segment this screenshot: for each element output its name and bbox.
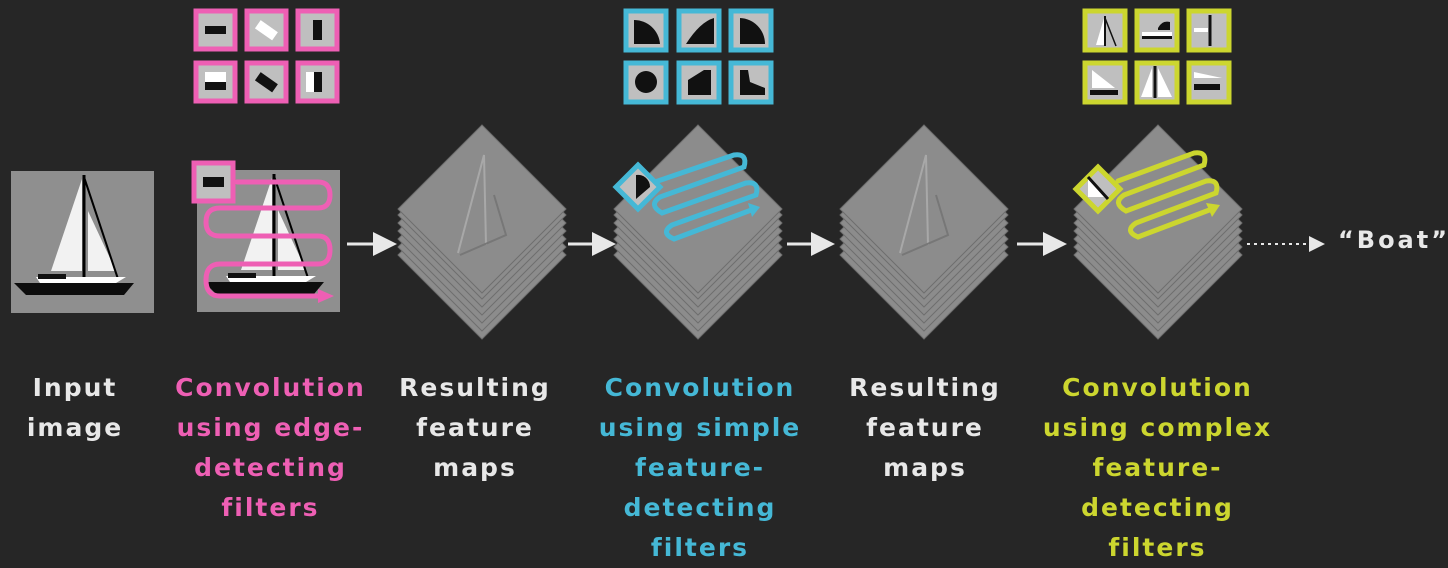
stage-label-edge-convolution: Convolution using edge- detecting filter… <box>175 373 366 522</box>
scan-path <box>203 179 333 299</box>
feature-map-stack-icon <box>397 124 567 340</box>
edge-filter-icon <box>191 160 236 204</box>
feature-map-stack-1 <box>397 124 567 340</box>
edge-convolution-panel <box>191 160 340 312</box>
input-image <box>11 171 154 313</box>
boat-part-filter-icon <box>1082 8 1128 53</box>
stage-label-complex-convolution: Convolution using complex feature- detec… <box>1042 373 1273 562</box>
shape-filter-icon <box>728 8 774 53</box>
feature-map-stack-3 <box>839 124 1009 340</box>
boat-part-filter-icon <box>1134 60 1180 105</box>
shape-filter-icon <box>676 8 722 53</box>
boat-part-filter-icon <box>1186 60 1232 105</box>
output-label: “Boat” <box>1338 226 1448 254</box>
shape-filter-icon <box>676 60 722 105</box>
shape-filter-icon <box>612 161 664 213</box>
edge-filter-icon <box>244 60 289 104</box>
feature-map-stack-4 <box>1072 124 1243 340</box>
boat-part-filter-icon <box>1134 8 1180 53</box>
scan-path <box>1115 150 1220 240</box>
stage-label-feature-maps-2: Resulting feature maps <box>849 373 1001 482</box>
feature-map-stack-2 <box>612 124 783 340</box>
shape-filter-icon <box>623 8 669 53</box>
edge-filter-grid <box>193 8 340 104</box>
boat-part-filter-icon <box>1082 60 1128 105</box>
shape-filter-icon <box>728 60 774 105</box>
stage-label-input: Input image <box>26 373 124 442</box>
edge-filter-icon <box>295 8 340 52</box>
boat-part-filter-icon <box>1186 8 1232 53</box>
boat-part-filter-icon <box>1072 163 1124 215</box>
stage-label-simple-convolution: Convolution using simple feature- detect… <box>598 373 802 562</box>
stage-label-feature-maps-1: Resulting feature maps <box>399 373 551 482</box>
feature-map-stack-icon <box>839 124 1009 340</box>
simple-filter-grid <box>623 8 774 105</box>
complex-filter-grid <box>1082 8 1232 105</box>
edge-filter-icon <box>193 60 238 104</box>
edge-filter-icon <box>244 8 289 52</box>
edge-filter-icon <box>193 8 238 52</box>
scan-path <box>649 152 760 242</box>
shape-filter-icon <box>623 60 669 105</box>
edge-filter-icon <box>295 60 340 104</box>
